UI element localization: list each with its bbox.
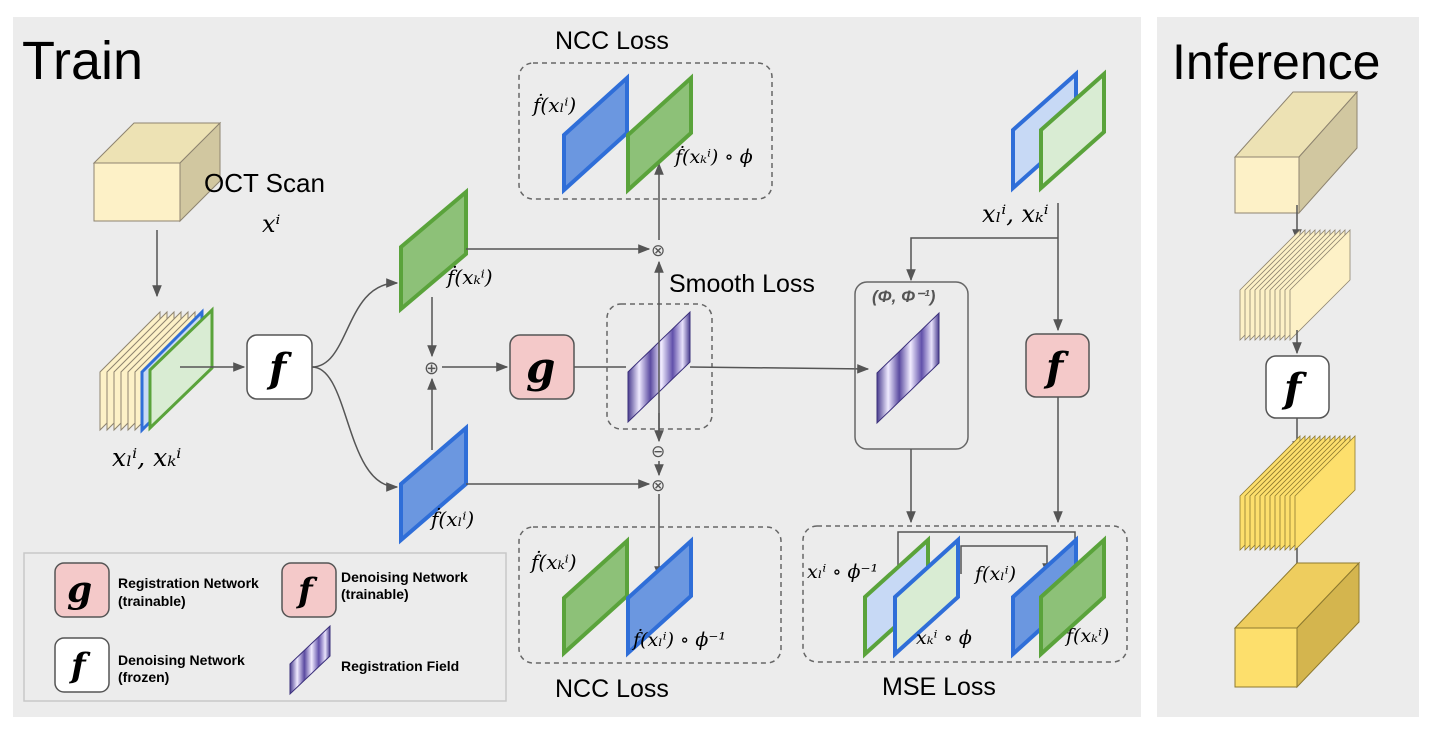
fx-l-label: f(xₗⁱ) (973, 563, 1016, 585)
ncc-bottom-blue (626, 536, 693, 658)
legend-f-symbol-trainable: f (296, 571, 318, 611)
legend-den-net-frozen-note: (frozen) (118, 669, 169, 685)
inference-title: Inference (1172, 34, 1380, 90)
legend-reg-field: Registration Field (341, 658, 459, 674)
phi-pair-label: (Φ, Φ⁻¹) (872, 287, 936, 306)
smooth-loss-label: Smooth Loss (669, 270, 815, 298)
f-xl-ncc-top: ḟ(xₗⁱ) (531, 92, 576, 117)
mult-operator-top: ⊗ (651, 241, 665, 261)
xl-phiinv-label: xₗⁱ ∘ ϕ⁻¹ (807, 561, 878, 583)
legend-f-trainable-icon (281, 562, 337, 618)
ncc-loss-top-label: NCC Loss (555, 27, 669, 55)
mult-operator-bottom: ⊗ (651, 476, 665, 496)
green-feature-map (399, 187, 468, 314)
legend-reg-net-note: (trainable) (118, 593, 186, 609)
oct-scan-label: OCT Scan (204, 168, 325, 198)
minus-operator: ⊖ (651, 442, 665, 462)
f-xl-phiinv-label: ḟ(xₗⁱ) ∘ ϕ⁻¹ (631, 628, 726, 651)
ncc-loss-top-box (518, 62, 773, 200)
mse-green (1039, 535, 1106, 659)
legend-reg-net: Registration Network (118, 575, 259, 591)
input-pair-label: xₗⁱ, xₖⁱ (112, 443, 181, 472)
oct-scan-cube (92, 121, 222, 223)
inference-input-slices (1239, 229, 1351, 341)
ncc-top-green (626, 73, 693, 195)
inference-output-slices (1239, 435, 1356, 551)
legend-den-net-frozen: Denoising Network (118, 652, 245, 668)
ncc-loss-bottom-box (518, 526, 782, 664)
train-title: Train (22, 31, 143, 91)
pair-label: xₗⁱ, xₖⁱ (982, 200, 1049, 228)
ncc-bottom-green (562, 536, 629, 658)
f-xk-phi-label: ḟ(xₖⁱ) ∘ ϕ (673, 145, 753, 168)
legend-g-symbol: g (67, 569, 92, 611)
legend-den-net-train: Denoising Network (341, 569, 468, 585)
ncc-loss-bottom-label: NCC Loss (555, 675, 669, 703)
xk-phi-label: xₖⁱ ∘ ϕ (916, 627, 972, 649)
mse-loss-box (802, 525, 1128, 663)
f-xk-label: ḟ(xₖⁱ) (445, 264, 493, 289)
legend-f-symbol-frozen: f (69, 646, 91, 686)
oct-scan-variable: xⁱ (262, 210, 281, 238)
pair-green (1039, 69, 1106, 193)
plus-operator: ⊕ (424, 358, 439, 379)
mse-light-green (893, 535, 960, 659)
ncc-top-blue (562, 73, 629, 195)
legend-g-icon (54, 562, 110, 618)
inference-input-cube (1233, 90, 1359, 215)
slice-stack (99, 306, 214, 434)
fx-k-label: f(xₖⁱ) (1064, 625, 1109, 647)
legend-f-frozen-icon (54, 637, 110, 693)
mse-loss-label: MSE Loss (882, 673, 996, 701)
f-xk-ncc-bottom: ḟ(xₖⁱ) (529, 549, 577, 574)
f-xl-label: ḟ(xₗⁱ) (429, 506, 474, 531)
inference-output-cube (1233, 561, 1361, 689)
legend-reg-field-icon (289, 624, 331, 696)
phi-field (876, 311, 940, 425)
legend-den-net-train-note: (trainable) (341, 586, 409, 602)
net-g-symbol: g (526, 343, 555, 392)
